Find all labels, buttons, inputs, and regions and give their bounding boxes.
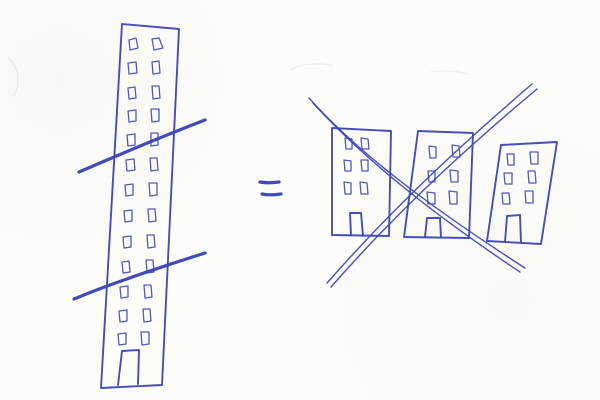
window [359, 181, 369, 195]
window [151, 37, 164, 51]
paper-smudge-left [7, 57, 19, 97]
window [149, 157, 159, 172]
window [360, 159, 369, 172]
equals-sign [258, 180, 283, 197]
window [121, 260, 131, 274]
window [428, 145, 437, 159]
cross-line-b-echo [326, 83, 533, 284]
window [151, 85, 161, 100]
tall-building-strike-lines [72, 118, 207, 301]
window [150, 108, 160, 123]
window [140, 331, 150, 346]
window [501, 192, 511, 205]
window [503, 172, 513, 185]
short-building-middle-door [424, 217, 442, 238]
short-building-left-door [349, 212, 364, 237]
window [145, 259, 155, 274]
window [124, 183, 134, 197]
window [118, 309, 128, 323]
window [426, 191, 436, 205]
window [127, 109, 137, 123]
window [119, 285, 129, 299]
short-building-left [331, 127, 392, 237]
upper-strike-line [77, 118, 207, 174]
window [128, 37, 139, 51]
lower-strike-line [72, 251, 207, 301]
window [449, 169, 459, 183]
cross-line-a-echo [312, 102, 521, 273]
window [448, 190, 458, 205]
tall-building-door [117, 349, 140, 386]
window [117, 332, 127, 346]
short-building-right-door [504, 214, 522, 244]
tall-building [100, 23, 180, 389]
tall-building-outline [100, 23, 180, 389]
window [146, 234, 156, 249]
window [343, 181, 352, 195]
paper-smudge-right [429, 70, 469, 75]
window [343, 159, 352, 172]
window [360, 137, 370, 150]
window [142, 308, 152, 323]
window [123, 209, 133, 223]
short-building-right-outline [486, 141, 558, 245]
cross-line-b [330, 88, 538, 288]
short-building-middle-outline [403, 130, 474, 239]
short-building-left-outline [331, 127, 392, 237]
window [147, 208, 157, 223]
cross-line-a [308, 97, 526, 269]
window [127, 61, 138, 75]
window [148, 182, 158, 197]
window [527, 170, 537, 184]
window [127, 86, 137, 100]
window [125, 158, 136, 172]
window [126, 133, 136, 147]
window [506, 153, 515, 166]
equals-top-line [258, 180, 281, 185]
window [151, 60, 161, 75]
window [524, 190, 534, 204]
short-building-right [486, 141, 558, 245]
cross-out-mark [308, 83, 538, 288]
window [143, 284, 153, 299]
paper-smudge-top [289, 63, 335, 71]
window [529, 151, 539, 165]
equals-bottom-line [260, 192, 283, 197]
tall-building-windows [117, 37, 164, 346]
short-building-middle [403, 130, 474, 239]
window [122, 235, 132, 249]
